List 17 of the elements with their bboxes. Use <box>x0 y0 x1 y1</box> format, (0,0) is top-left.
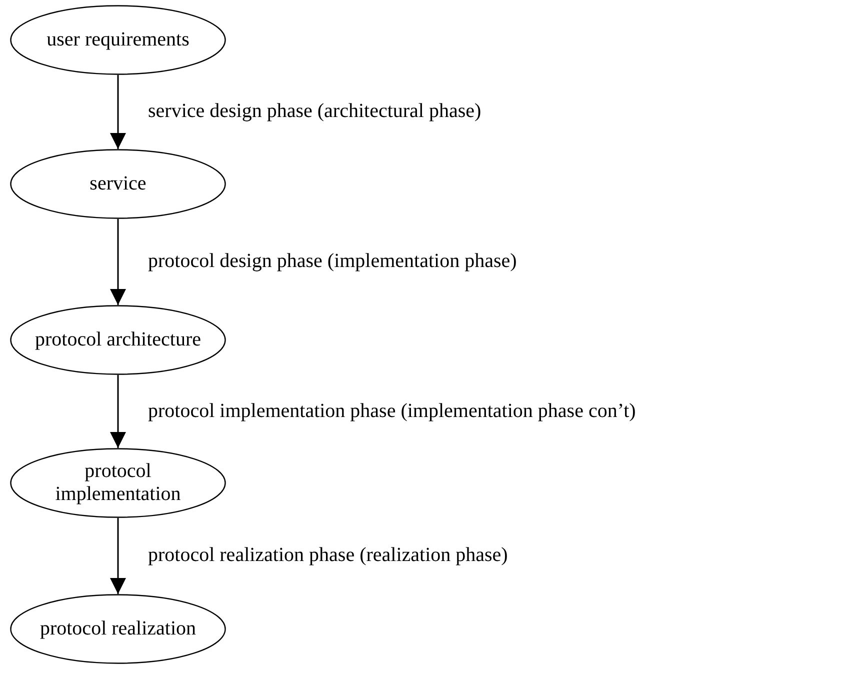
node-label: protocol realization <box>38 618 198 640</box>
node-label: protocol implementation <box>54 460 182 506</box>
process-ellipse <box>10 5 226 75</box>
process-ellipse <box>10 305 226 375</box>
edge-label: protocol realization phase (realization phase) <box>148 544 508 567</box>
process-ellipse <box>10 149 226 219</box>
process-ellipse <box>10 448 226 518</box>
arrow <box>110 219 126 305</box>
process-ellipse <box>10 594 226 664</box>
node-label: user requirements <box>46 28 190 52</box>
edge-label: protocol design phase (implementation phase) <box>148 250 517 273</box>
edge-label: service design phase (architectural phase) <box>148 100 482 123</box>
node-label: service <box>88 172 148 196</box>
arrow <box>110 518 126 594</box>
arrow <box>110 75 126 149</box>
node-label: protocol architecture <box>34 328 202 352</box>
arrow <box>110 375 126 448</box>
